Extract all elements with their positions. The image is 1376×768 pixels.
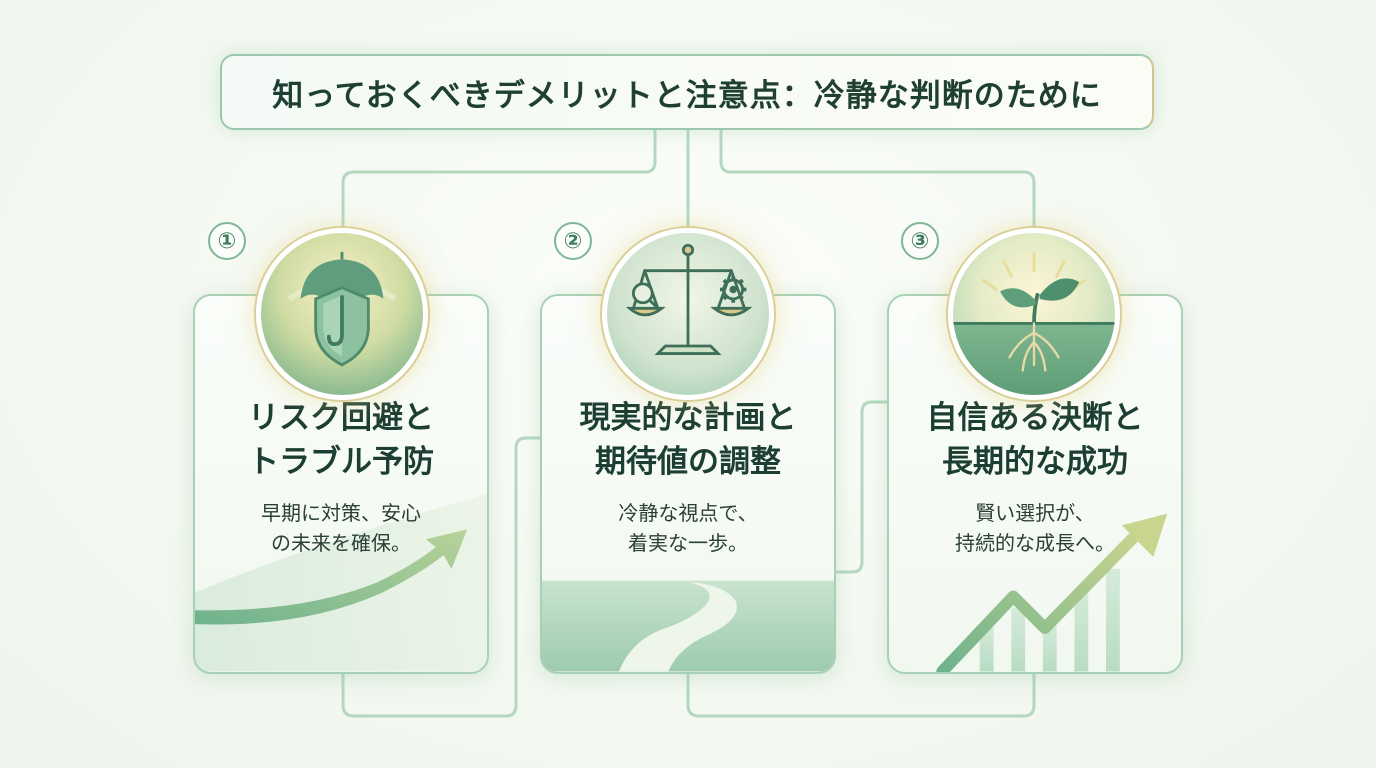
- card-description: 冷静な視点で、 着実な一歩。: [618, 501, 758, 555]
- card-description: 賢い選択が、 持続的な成長へ。: [955, 501, 1115, 555]
- card-risk-avoidance: リスク回避と トラブル予防 早期に対策、安心 の未来を確保。: [193, 294, 489, 674]
- winding-road-icon: [542, 580, 834, 672]
- step-number-1: ①: [208, 222, 246, 260]
- step-number-3: ③: [901, 222, 939, 260]
- card-title: 自信ある決断と 長期的な成功: [926, 400, 1144, 480]
- umbrella-shield-icon: [256, 228, 428, 400]
- diagram-title: 知っておくべきデメリットと注意点：冷静な判断のために: [272, 77, 1102, 114]
- card-realistic-plan: 現実的な計画と 期待値の調整 冷静な視点で、 着実な一歩。: [540, 294, 836, 674]
- card-title: リスク回避と トラブル予防: [248, 400, 434, 480]
- card-title: 現実的な計画と 期待値の調整: [579, 400, 797, 480]
- growth-chart-icon: [936, 513, 1168, 672]
- card-description: 早期に対策、安心 の未来を確保。: [261, 501, 421, 555]
- rising-arrow-icon: [195, 493, 487, 672]
- sprout-roots-icon: [948, 228, 1120, 400]
- step-number-2: ②: [554, 222, 592, 260]
- balance-scale-icon: [602, 228, 774, 400]
- title-box: 知っておくべきデメリットと注意点：冷静な判断のために: [220, 54, 1154, 130]
